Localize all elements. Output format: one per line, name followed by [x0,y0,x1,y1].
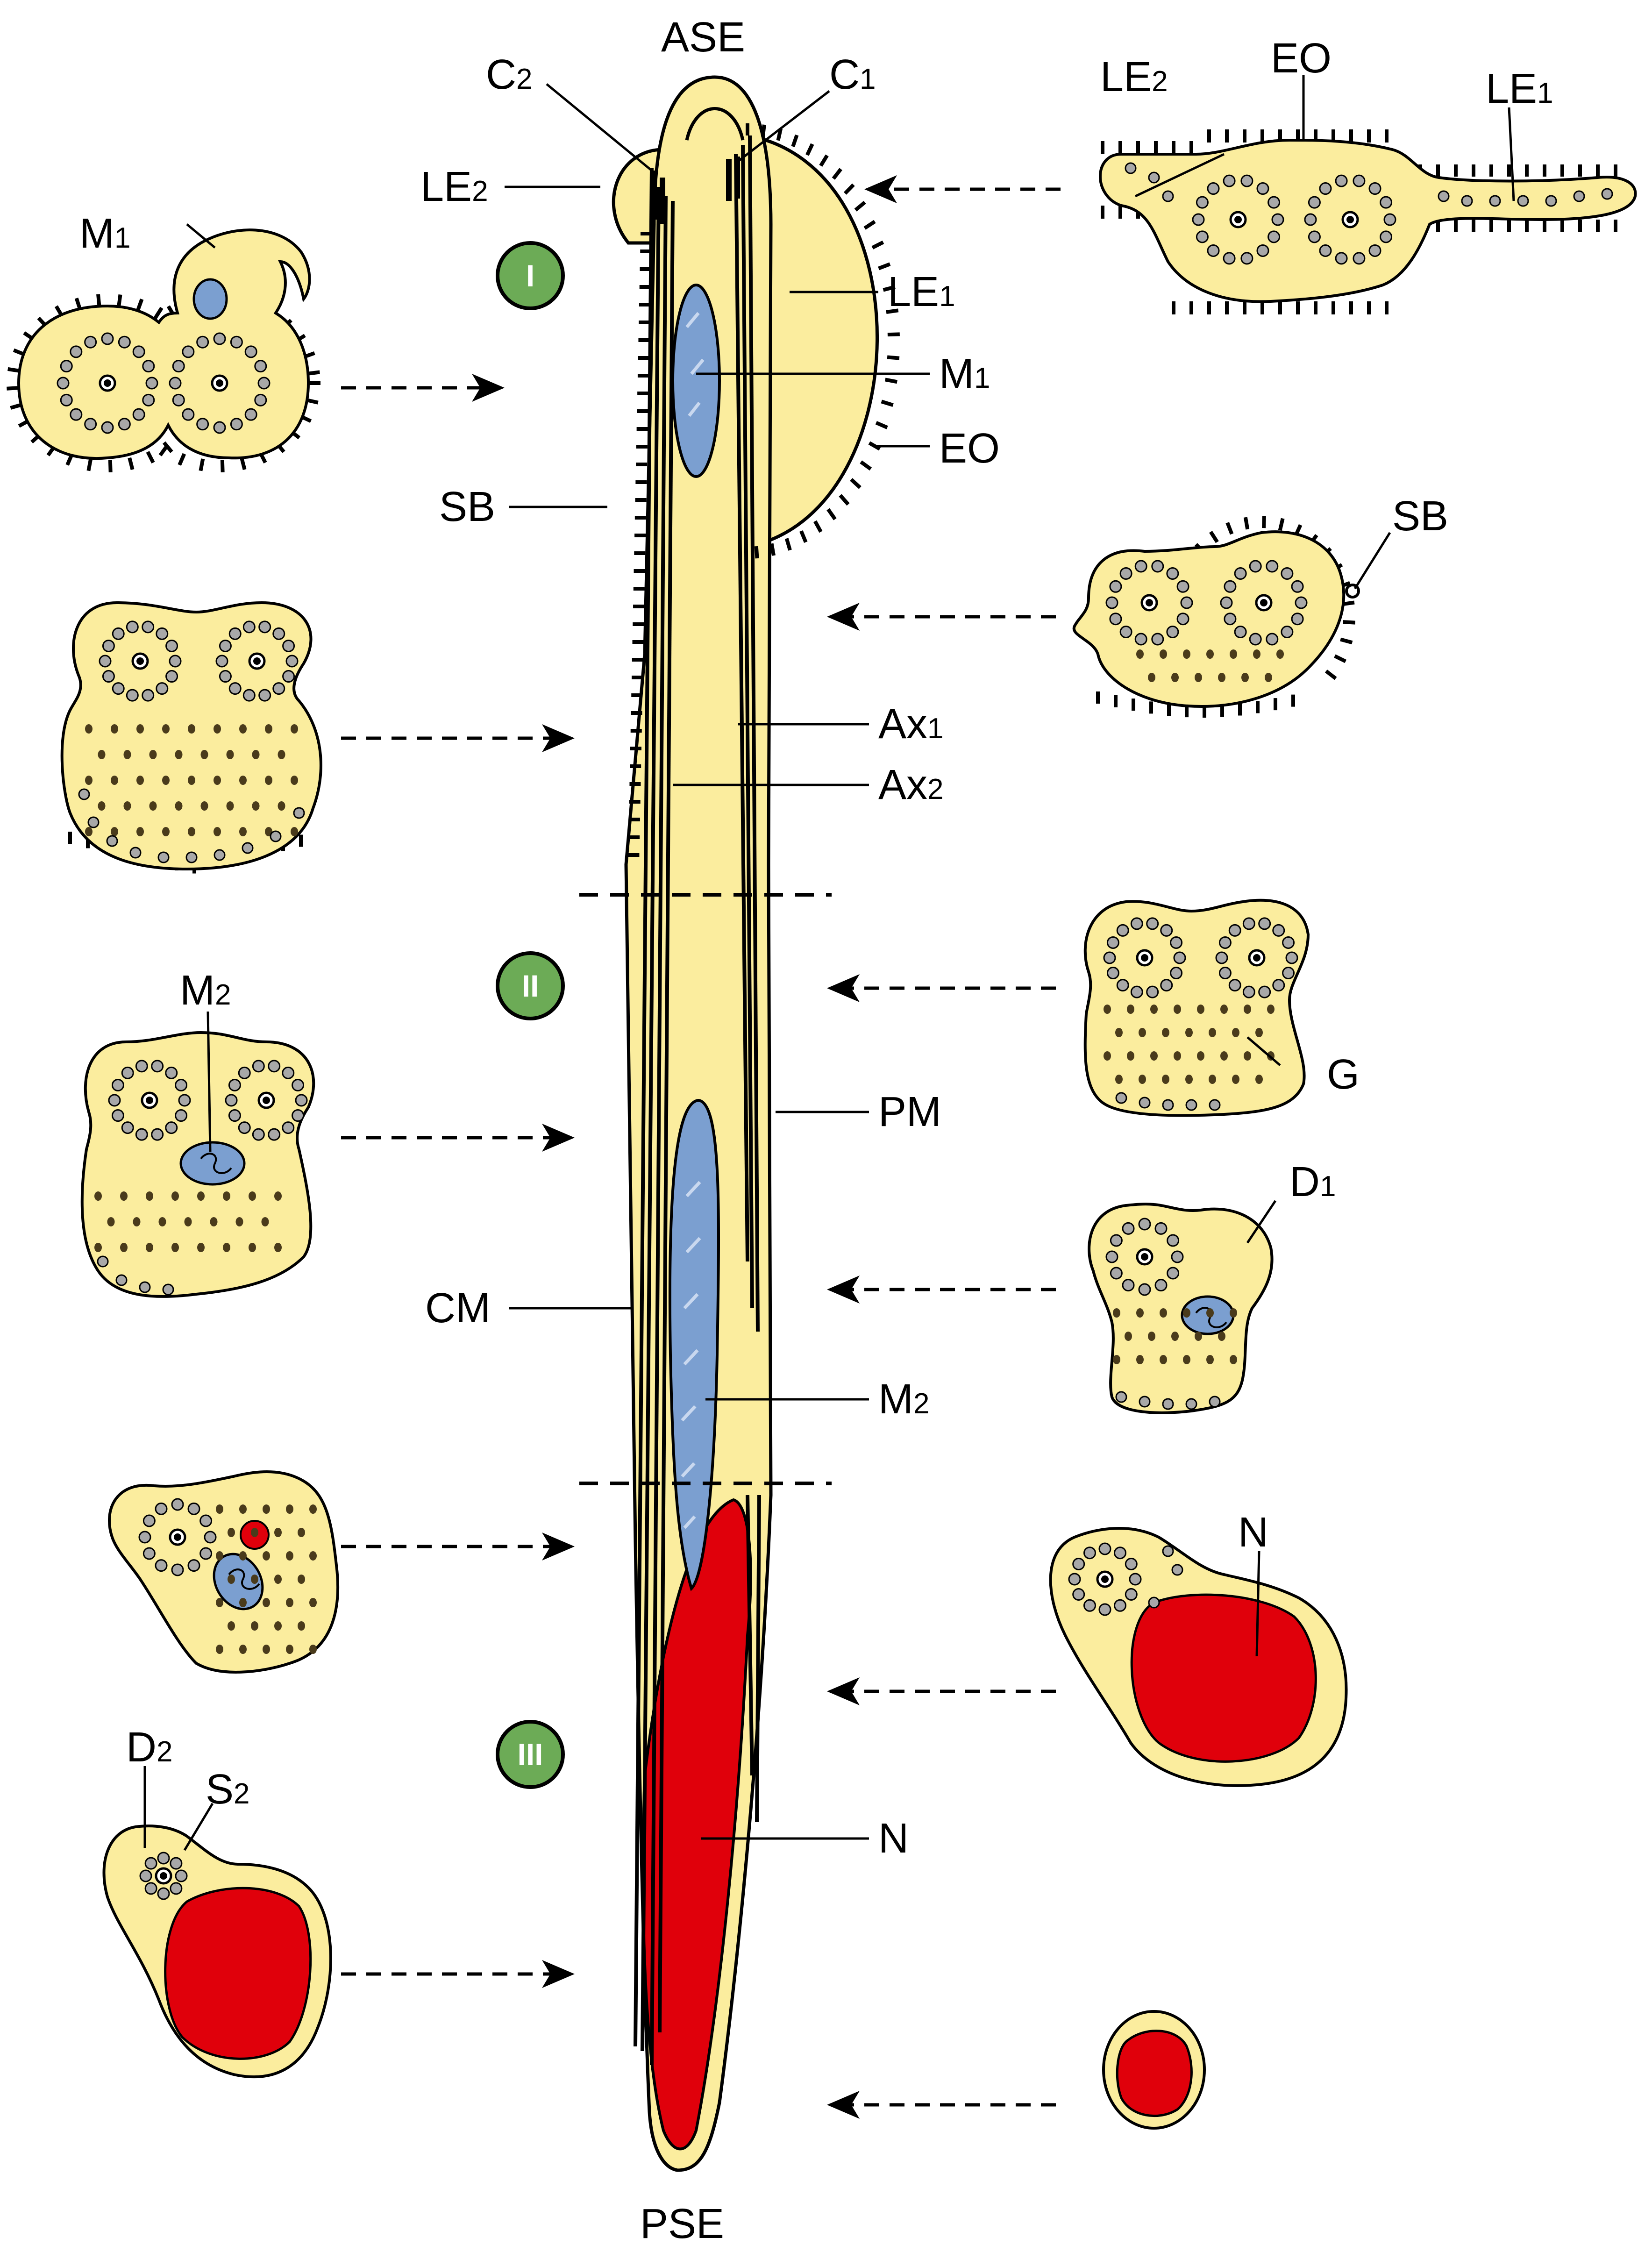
label-pm: PM [878,1089,941,1135]
leader-lines [143,75,1515,1851]
svg-text:III: III [517,1737,543,1772]
label-c1: C1 [829,51,876,98]
nucleus-section [164,1887,312,2060]
label-ax2: Ax2 [878,762,944,808]
svg-text:II: II [522,969,539,1003]
nucleus-section-small [1116,2030,1193,2117]
label-m2-section: M2 [180,967,231,1014]
label-pse: PSE [640,2201,724,2247]
cross-section-left-3 [80,1031,315,1298]
label-le1: LE1 [888,269,955,315]
label-m2: M2 [878,1376,929,1423]
label-d1: D1 [1289,1159,1336,1205]
axonemes [634,135,761,2066]
label-le2: LE2 [420,164,488,210]
centrioles [651,157,740,224]
nucleus-section-r [1130,1593,1317,1763]
label-c2: C2 [486,51,532,98]
cross-section-right-5 [1049,1527,1348,1787]
label-le2-section: LE2 [1100,54,1168,100]
label-n: N [878,1815,909,1862]
cross-section-right-6 [1102,2010,1206,2130]
label-eo-section: EO [1271,35,1332,82]
label-ax1: Ax1 [878,701,944,748]
mitochondrion-m2 [668,1098,720,1591]
mitochondrion-m2-section [179,1141,246,1186]
cross-section-left-5 [102,1824,332,2079]
label-s2: S2 [206,1766,250,1813]
label-eo: EO [939,425,1000,472]
label-sb-section: SB [1392,493,1448,540]
region-badge-iii: III [496,1720,565,1789]
lateral-expansion-le1 [746,133,879,549]
label-ase: ASE [661,14,745,61]
svg-text:I: I [526,258,534,293]
label-m1: M1 [939,350,990,397]
section-cuts [579,893,832,1485]
region-badge-i: I [496,241,565,310]
label-m1-section: M1 [79,210,130,257]
label-sb: SB [439,484,495,530]
label-n-section: N [1238,1509,1268,1556]
cross-section-right-2 [1072,530,1360,708]
cross-section-right-4 [1088,1203,1274,1414]
region-badge-ii: II [496,951,565,1020]
cross-section-left-4 [108,1470,340,1674]
label-cm: CM [425,1285,491,1332]
section-details [57,162,1613,1900]
label-d2: D2 [126,1724,172,1771]
label-le1-section: LE1 [1486,65,1553,112]
cross-section-right-1 [1099,138,1637,303]
mitochondrion-section [213,1553,264,1611]
label-g: G [1327,1051,1360,1098]
section-arrows [341,175,1061,2119]
cross-section-left-1 [17,228,311,460]
